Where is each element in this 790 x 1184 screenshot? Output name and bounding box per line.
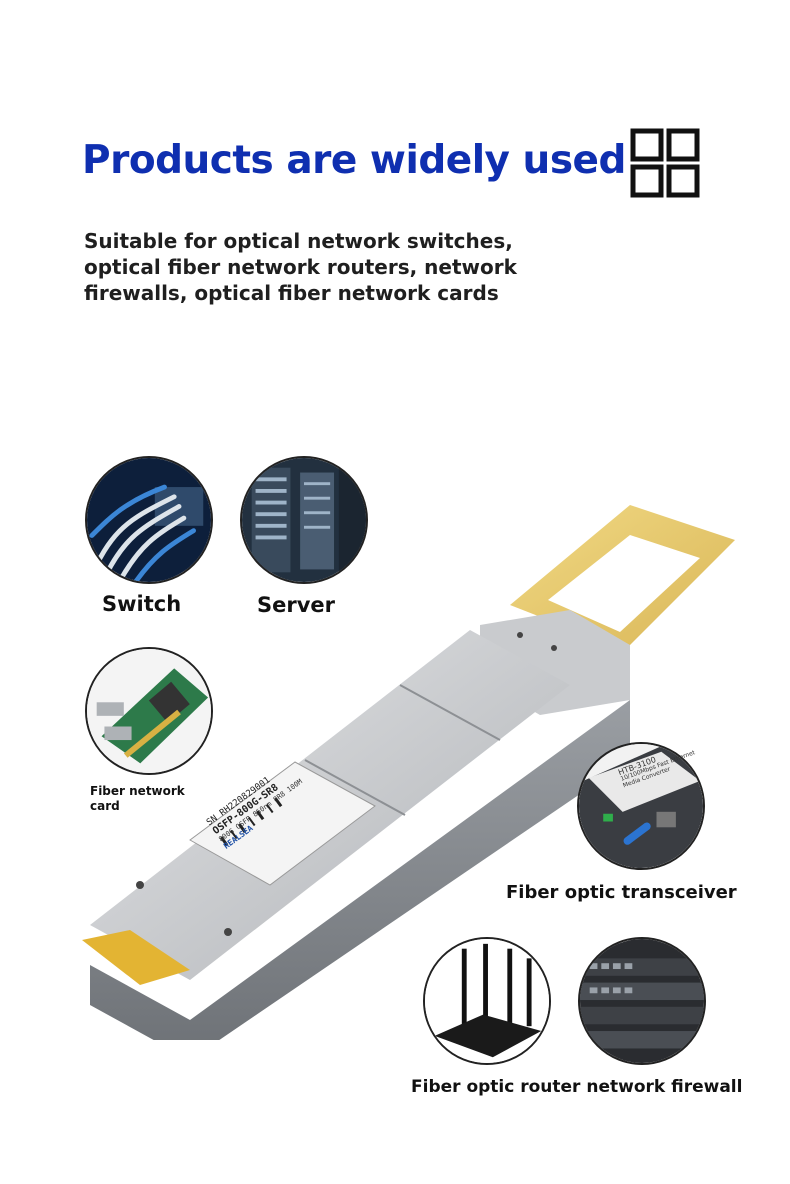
router-firewall-label: Fiber optic router network firewall — [411, 1077, 743, 1097]
transceiver-image — [577, 742, 705, 870]
network-card-image — [85, 647, 213, 775]
osfp-module-image — [70, 500, 750, 1060]
firewall-image — [578, 937, 706, 1065]
server-image — [240, 456, 368, 584]
description-text: Suitable for optical network switches, o… — [84, 229, 517, 305]
server-label: Server — [257, 593, 336, 617]
grid-icon — [630, 128, 700, 198]
router-image — [423, 937, 551, 1065]
switch-label: Switch — [102, 592, 182, 616]
transceiver-label: Fiber optic transceiver — [506, 882, 737, 903]
switch-image — [85, 456, 213, 584]
page-title: Products are widely used — [82, 138, 626, 183]
network-card-label: Fiber network card — [90, 784, 185, 813]
